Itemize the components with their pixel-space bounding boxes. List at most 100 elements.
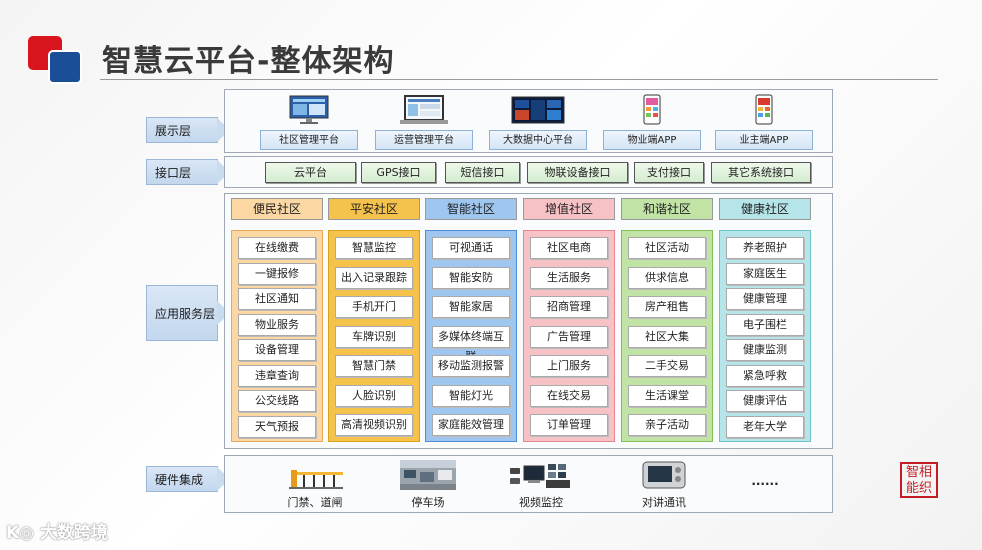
column-header: 便民社区 [231, 198, 323, 220]
interface-item: 其它系统接口 [711, 162, 811, 183]
service-item: 老年大学 [726, 415, 804, 438]
service-item: 出入记录跟踪 [335, 266, 413, 289]
phone-app-icon [643, 94, 661, 125]
service-item: 供求信息 [628, 266, 706, 289]
hardware-item-intercom: 对讲通讯 [614, 458, 714, 510]
interface-item: 短信接口 [445, 162, 520, 183]
display-item-operation: 运营管理平台 [375, 94, 473, 150]
service-item: 在线缴费 [238, 237, 316, 259]
hardware-label: 视频监控 [519, 496, 563, 509]
display-item-owner-app: 业主端APP [715, 94, 813, 150]
layer-tag-label: 应用服务层 [155, 306, 216, 321]
watermark-text: 大数跨境 [39, 523, 108, 543]
display-label: 运营管理平台 [375, 130, 473, 150]
service-item: 健康监测 [726, 339, 804, 361]
service-item: 社区活动 [628, 237, 706, 259]
column-header: 健康社区 [719, 198, 811, 220]
watermark-logo-icon: K◎ [6, 523, 40, 543]
hardware-item-gate: 门禁、道闸 [265, 458, 365, 510]
service-item: 人脸识别 [335, 384, 413, 407]
desktop-monitor-icon [289, 95, 329, 124]
layer-tag-hardware: 硬件集成 [146, 466, 230, 492]
service-item: 广告管理 [530, 325, 608, 348]
watermark: K◎ 大数跨境 [6, 518, 108, 543]
service-column: 便民社区在线缴费一键报修社区通知物业服务设备管理违章查询公交线路天气预报 [231, 198, 323, 446]
layer-tag-label: 展示层 [155, 123, 192, 138]
service-item: 智能灯光 [432, 384, 510, 407]
service-item: 物业服务 [238, 313, 316, 336]
service-item: 社区通知 [238, 288, 316, 310]
service-column: 增值社区社区电商生活服务招商管理广告管理上门服务在线交易订单管理 [523, 198, 615, 446]
service-item: 健康评估 [726, 390, 804, 412]
service-item: 可视通话 [432, 237, 510, 259]
hardware-item-video: 视频监控 [491, 458, 591, 510]
display-label: 社区管理平台 [260, 130, 358, 150]
display-label: 业主端APP [715, 130, 813, 150]
display-item-bigdata: 大数据中心平台 [489, 94, 587, 150]
display-item-property-app: 物业端APP [603, 94, 701, 150]
phone-app-icon [755, 94, 773, 125]
service-item: 智慧门禁 [335, 355, 413, 377]
interface-item: 支付接口 [634, 162, 704, 183]
seal-text: 智相能织 [905, 465, 932, 496]
layer-tag-display: 展示层 [146, 117, 230, 143]
service-column: 健康社区养老照护家庭医生健康管理电子围栏健康监测紧急呼救健康评估老年大学 [719, 198, 811, 446]
logo-blue-square [48, 50, 82, 84]
service-column: 和谐社区社区活动供求信息房产租售社区大集二手交易生活课堂亲子活动 [621, 198, 713, 446]
display-label: 物业端APP [603, 130, 701, 150]
column-header: 增值社区 [523, 198, 615, 220]
service-item: 移动监测报警 [432, 355, 510, 377]
column-body: 可视通话智能安防智能家居多媒体终端互联移动监测报警智能灯光家庭能效管理 [425, 230, 517, 442]
layer-tag-interface: 接口层 [146, 159, 230, 185]
video-surveillance-icon [510, 464, 570, 488]
column-header: 和谐社区 [621, 198, 713, 220]
service-item: 智能安防 [432, 266, 510, 289]
hardware-label: 门禁、道闸 [287, 496, 343, 509]
hardware-label: 对讲通讯 [642, 496, 686, 509]
service-item: 养老照护 [726, 237, 804, 259]
interface-item: GPS接口 [361, 162, 436, 183]
service-column: 智能社区可视通话智能安防智能家居多媒体终端互联移动监测报警智能灯光家庭能效管理 [425, 198, 517, 446]
column-body: 智慧监控出入记录跟踪手机开门车牌识别智慧门禁人脸识别高清视频识别 [328, 230, 420, 442]
service-item: 电子围栏 [726, 313, 804, 336]
dashboard-screen-icon [511, 96, 565, 124]
column-body: 养老照护家庭医生健康管理电子围栏健康监测紧急呼救健康评估老年大学 [719, 230, 811, 442]
service-item: 在线交易 [530, 384, 608, 407]
service-column: 平安社区智慧监控出入记录跟踪手机开门车牌识别智慧门禁人脸识别高清视频识别 [328, 198, 420, 446]
column-header: 平安社区 [328, 198, 420, 220]
service-item: 公交线路 [238, 390, 316, 412]
service-item: 上门服务 [530, 355, 608, 377]
application-layer-box: 便民社区在线缴费一键报修社区通知物业服务设备管理违章查询公交线路天气预报平安社区… [224, 193, 833, 449]
display-layer-box: 社区管理平台 运营管理平台 大数据中心平台 [224, 89, 833, 153]
interface-layer-box: 云平台 GPS接口 短信接口 物联设备接口 支付接口 其它系统接口 [224, 156, 833, 188]
display-item-community: 社区管理平台 [260, 94, 358, 150]
display-label: 大数据中心平台 [489, 130, 587, 150]
parking-lot-icon [400, 460, 456, 490]
laptop-icon [400, 95, 448, 124]
seal-stamp: 智相能织 [900, 462, 938, 498]
column-body: 社区活动供求信息房产租售社区大集二手交易生活课堂亲子活动 [621, 230, 713, 442]
service-item: 一键报修 [238, 262, 316, 285]
layer-tag-label: 硬件集成 [155, 472, 204, 487]
column-body: 社区电商生活服务招商管理广告管理上门服务在线交易订单管理 [523, 230, 615, 442]
service-item: 订单管理 [530, 414, 608, 436]
service-item: 社区大集 [628, 325, 706, 348]
service-item: 健康管理 [726, 288, 804, 310]
hardware-layer-box: 门禁、道闸 停车场 视频监控 [224, 455, 833, 513]
service-item: 手机开门 [335, 296, 413, 318]
hardware-more: ...... [751, 474, 779, 488]
service-item: 多媒体终端互联 [432, 325, 510, 363]
service-item: 二手交易 [628, 355, 706, 377]
service-item: 智慧监控 [335, 237, 413, 259]
service-item: 房产租售 [628, 296, 706, 318]
interface-item: 云平台 [265, 162, 356, 183]
service-item: 生活服务 [530, 266, 608, 289]
hardware-item-parking: 停车场 [378, 458, 478, 510]
page-title: 智慧云平台-整体架构 [102, 44, 395, 79]
service-item: 天气预报 [238, 415, 316, 438]
service-item: 紧急呼救 [726, 364, 804, 387]
interface-item: 物联设备接口 [527, 162, 628, 183]
service-item: 家庭能效管理 [432, 414, 510, 436]
service-item: 社区电商 [530, 237, 608, 259]
intercom-panel-icon [642, 461, 686, 489]
